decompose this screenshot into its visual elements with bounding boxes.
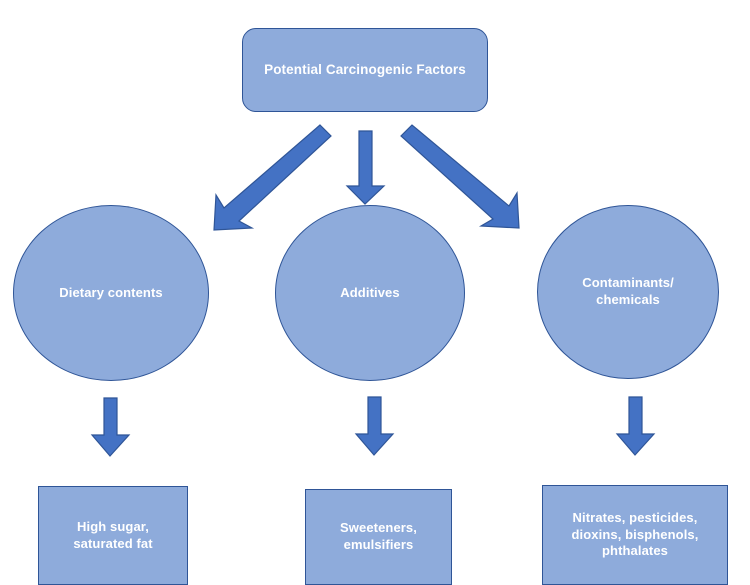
node-label-sweeteners-emulsifiers: Sweeteners, emulsifiers [340, 520, 417, 552]
arrow-top-to-additives [345, 130, 386, 205]
arrow-contaminants-to-nitrates [615, 396, 656, 456]
arrow-top-to-contaminants [400, 124, 520, 229]
node-label-additives: Additives [340, 284, 400, 300]
node-label-nitrates-pesticides-dioxins: Nitrates, pesticides, dioxins, bisphenol… [571, 510, 699, 559]
node-label-high-sugar-saturated-fat: High sugar, saturated fat [73, 518, 153, 551]
node-label-dietary-contents: Dietary contents [59, 284, 163, 300]
node-additives[interactable]: Additives [275, 205, 465, 381]
node-contaminants-chemicals[interactable]: Contaminants/ chemicals [537, 205, 719, 379]
node-label-contaminants-chemicals: Contaminants/ chemicals [582, 275, 674, 307]
arrow-top-to-dietary-contents [213, 124, 332, 231]
node-nitrates-pesticides-dioxins[interactable]: Nitrates, pesticides, dioxins, bisphenol… [542, 485, 728, 585]
node-sweeteners-emulsifiers[interactable]: Sweeteners, emulsifiers [305, 489, 452, 585]
node-label-potential-carcinogenic-factors: Potential Carcinogenic Factors [264, 62, 466, 78]
arrow-additives-to-sweeteners [354, 396, 395, 456]
node-high-sugar-saturated-fat[interactable]: High sugar, saturated fat [38, 486, 188, 585]
node-dietary-contents[interactable]: Dietary contents [13, 205, 209, 381]
node-potential-carcinogenic-factors[interactable]: Potential Carcinogenic Factors [242, 28, 488, 112]
arrow-dietary-contents-to-high-sugar [90, 397, 131, 457]
